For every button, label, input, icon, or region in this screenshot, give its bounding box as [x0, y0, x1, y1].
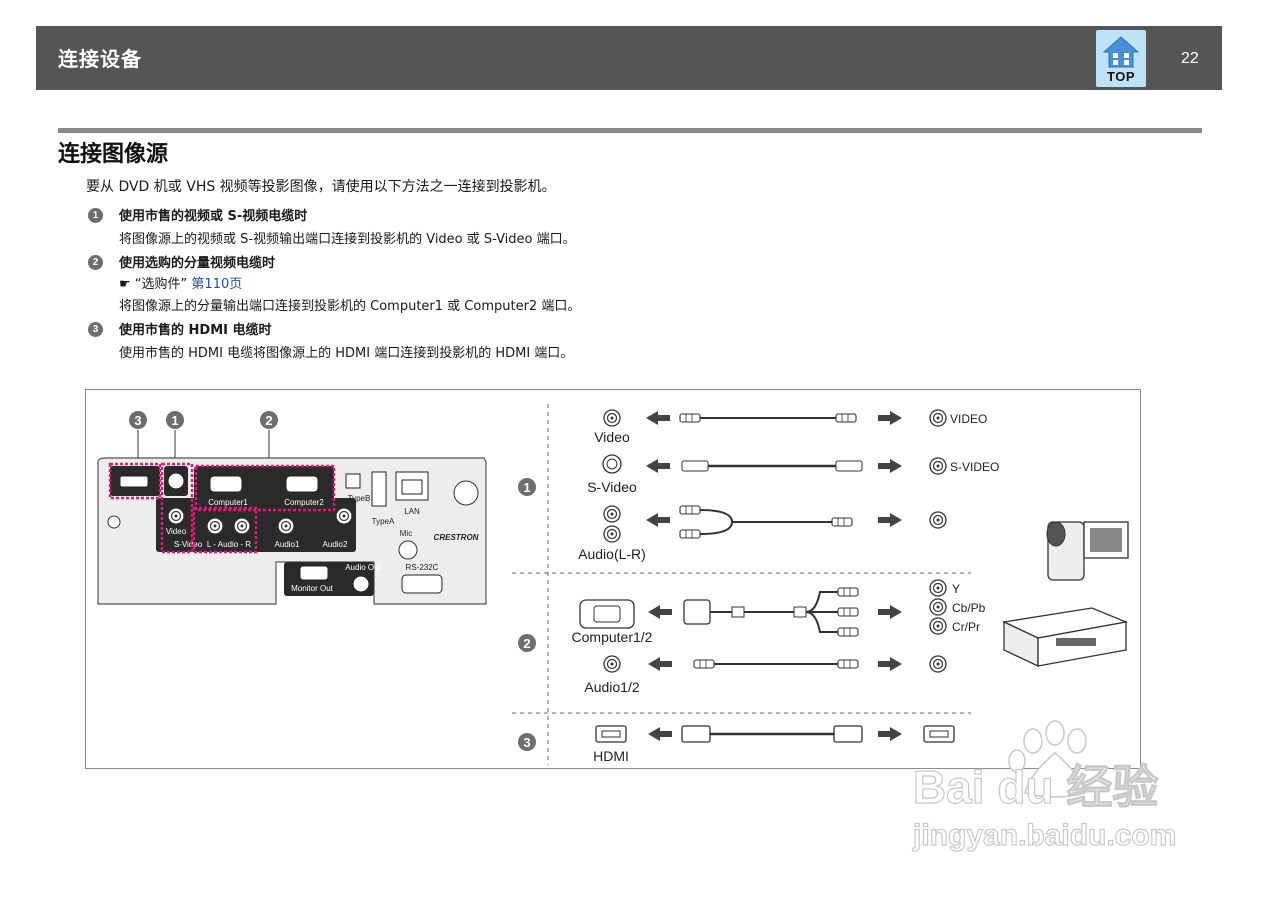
video-connection: Video VIDEO: [594, 409, 987, 445]
camcorder-icon: [1046, 521, 1129, 581]
number-badge: 2: [88, 255, 103, 270]
svg-text:1: 1: [523, 480, 530, 495]
svg-text:1: 1: [171, 413, 178, 428]
projector-rear-panel: Computer1 Computer2 Video S-Video L - Au…: [97, 457, 487, 605]
xref-line: ☛ “选购件” 第110页: [119, 274, 242, 295]
svg-text:VIDEO: VIDEO: [950, 412, 987, 426]
row-number-2: 2: [518, 634, 536, 652]
svg-text:S-Video: S-Video: [174, 540, 203, 549]
svg-text:Video: Video: [594, 429, 630, 445]
top-button[interactable]: TOP: [1096, 30, 1146, 87]
baidu-watermark-logo: Bai du 经验 jingyan.baidu.com: [911, 720, 1177, 853]
svg-text:CRESTRON: CRESTRON: [434, 533, 479, 542]
svg-text:HDMI: HDMI: [593, 748, 629, 764]
item-title: 使用市售的 HDMI 电缆时: [119, 323, 272, 338]
header-bar: 连接设备 TOP 22: [36, 26, 1222, 90]
watermark-brand: Bai du 经验: [913, 761, 1158, 813]
svg-text:S-VIDEO: S-VIDEO: [950, 460, 999, 474]
connection-diagram: 3 1 2 Computer1 Comp: [85, 389, 1141, 769]
number-badge: 1: [88, 208, 103, 223]
callout-2: 2: [260, 411, 278, 429]
svg-text:Cb/Pb: Cb/Pb: [952, 601, 986, 615]
svg-text:Audio(L-R): Audio(L-R): [578, 546, 646, 562]
watermark-url: jingyan.baidu.com: [912, 819, 1176, 852]
audio12-connection: Audio1/2: [584, 655, 947, 695]
hdmi-connection: HDMI: [593, 725, 955, 764]
svg-text:Mic: Mic: [400, 529, 412, 538]
svg-text:TypeA: TypeA: [372, 517, 395, 526]
item-description: 将图像源上的分量输出端口连接到投影机的 Computer1 或 Computer…: [119, 299, 581, 314]
number-badge: 3: [88, 322, 103, 337]
intro-text: 要从 DVD 机或 VHS 视频等投影图像，请使用以下方法之一连接到投影机。: [86, 179, 556, 195]
audio-lr-connection: Audio(L-R): [578, 505, 947, 562]
item-title: 使用市售的视频或 S-视频电缆时: [119, 209, 308, 224]
home-icon: [1103, 36, 1139, 68]
diagram-canvas: 3 1 2 Computer1 Comp: [97, 404, 1129, 765]
svideo-connection: S-Video S-VIDEO: [587, 454, 999, 495]
xref-text: “选购件”: [134, 277, 188, 292]
svg-text:LAN: LAN: [404, 507, 420, 516]
section-rule: [58, 128, 1202, 133]
row-number-3: 3: [518, 733, 536, 751]
svg-text:2: 2: [265, 413, 272, 428]
top-label: TOP: [1107, 69, 1135, 84]
svg-text:Monitor Out: Monitor Out: [291, 584, 334, 593]
svg-text:Audio Out: Audio Out: [345, 563, 381, 572]
pointing-hand-icon: ☛: [119, 277, 131, 292]
svg-text:2: 2: [523, 636, 530, 651]
svg-text:Video: Video: [166, 527, 187, 536]
svg-text:Audio1: Audio1: [275, 540, 300, 549]
xref-link[interactable]: 第110页: [191, 277, 243, 292]
item-description: 将图像源上的视频或 S-视频输出端口连接到投影机的 Video 或 S-Vide…: [119, 232, 576, 247]
component-connection: Computer1/2 Y Cb/Pb Cr/Pr: [572, 579, 986, 645]
item-title: 使用选购的分量视频电缆时: [119, 256, 276, 271]
row-number-1: 1: [518, 478, 536, 496]
svg-text:L - Audio - R: L - Audio - R: [207, 540, 251, 549]
svg-text:TypeB: TypeB: [348, 494, 371, 503]
svg-text:Computer1: Computer1: [208, 498, 248, 507]
chapter-title: 连接设备: [58, 47, 142, 71]
svg-text:S-Video: S-Video: [587, 479, 637, 495]
svg-text:3: 3: [134, 413, 141, 428]
svg-text:Audio2: Audio2: [323, 540, 348, 549]
svg-text:Computer1/2: Computer1/2: [572, 629, 653, 645]
svg-text:Audio1/2: Audio1/2: [584, 679, 639, 695]
page-number: 22: [1181, 50, 1199, 67]
item-description: 使用市售的 HDMI 电缆将图像源上的 HDMI 端口连接到投影机的 HDMI …: [119, 346, 574, 361]
dvd-player-icon: [1001, 607, 1129, 668]
svg-text:Y: Y: [952, 582, 960, 596]
svg-text:RS-232C: RS-232C: [406, 563, 439, 572]
callout-3: 3: [129, 411, 147, 429]
callout-1: 1: [166, 411, 184, 429]
svg-text:3: 3: [523, 735, 530, 750]
svg-text:Cr/Pr: Cr/Pr: [952, 620, 980, 634]
svg-text:Computer2: Computer2: [284, 498, 324, 507]
section-title: 连接图像源: [58, 142, 169, 167]
